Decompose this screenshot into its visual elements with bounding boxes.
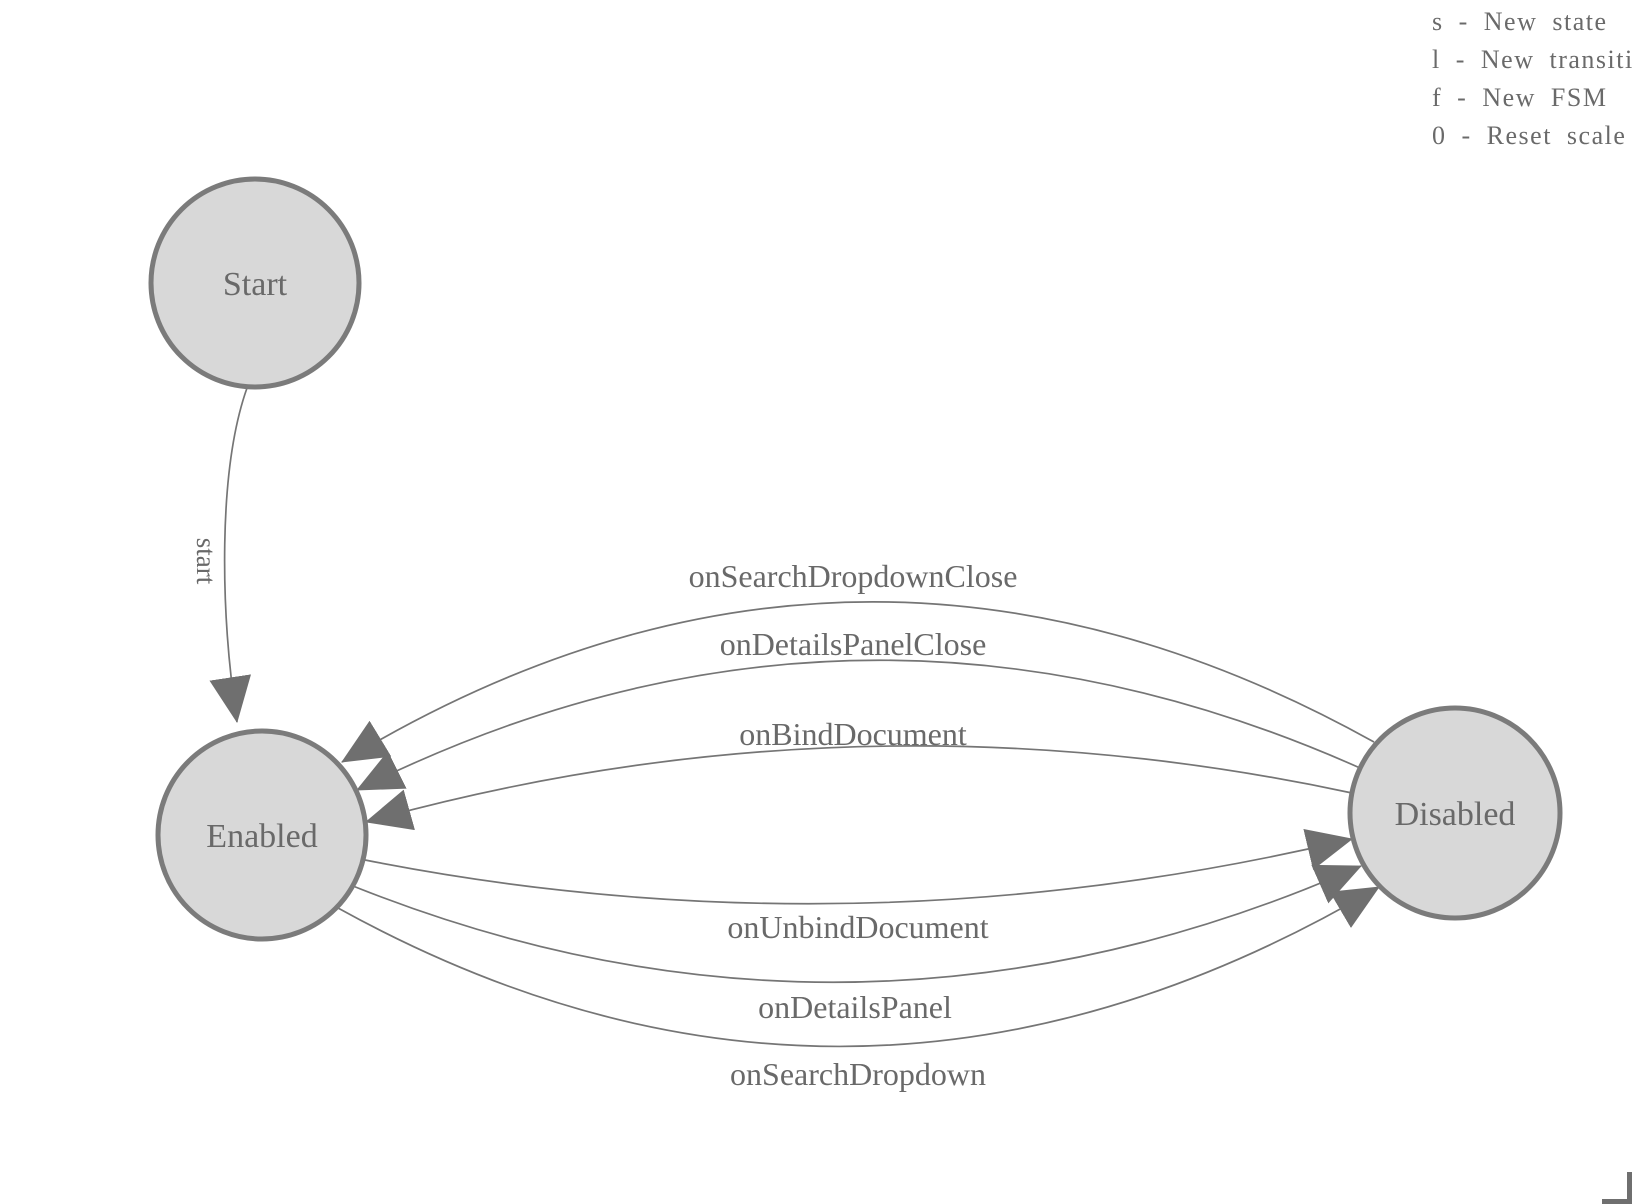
legend-line-new-fsm: f - New FSM [1432,83,1608,112]
edge-onBindDocument[interactable] [365,745,1353,831]
edge-onDetailsPanelClose[interactable] [356,659,1361,791]
edge-onSearchDropdown[interactable] [337,886,1380,1048]
edge-label-start: start [191,538,221,585]
edge-start-to-enabled[interactable] [209,387,252,723]
legend-line-new-transition: l - New transition [1432,45,1632,74]
corner-border-mark [1602,1172,1632,1204]
edge-label-group: start onSearchDropdownClose onDetailsPan… [191,538,1017,1092]
hotkey-legend: s - New state l - New transition f - New… [1432,3,1632,155]
node-disabled-label: Disabled [1395,796,1516,833]
edge-label-onUnbindDocument: onUnbindDocument [727,909,988,945]
edge-onDetailsPanel[interactable] [352,864,1362,984]
node-disabled[interactable]: Disabled [1347,705,1563,921]
edge-onSearchDropdownClose[interactable] [341,601,1375,763]
node-start-label: Start [223,266,288,303]
edge-label-onSearchDropdown: onSearchDropdown [730,1056,986,1092]
edge-label-onBindDocument: onBindDocument [739,716,967,752]
node-enabled-label: Enabled [206,818,317,855]
edge-onUnbindDocument[interactable] [364,828,1353,905]
node-enabled[interactable]: Enabled [155,728,369,942]
edge-label-onDetailsPanelClose: onDetailsPanelClose [720,626,987,662]
node-enabled-circle[interactable] [155,728,369,942]
edge-group [209,387,1380,1048]
edge-label-onSearchDropdownClose: onSearchDropdownClose [689,558,1018,594]
legend-line-new-state: s - New state [1432,7,1608,36]
node-start[interactable]: Start [148,176,362,390]
legend-line-reset-scale: 0 - Reset scale [1432,121,1627,150]
node-start-circle[interactable] [148,176,362,390]
node-disabled-circle[interactable] [1347,705,1563,921]
edge-label-onDetailsPanel: onDetailsPanel [758,989,952,1025]
